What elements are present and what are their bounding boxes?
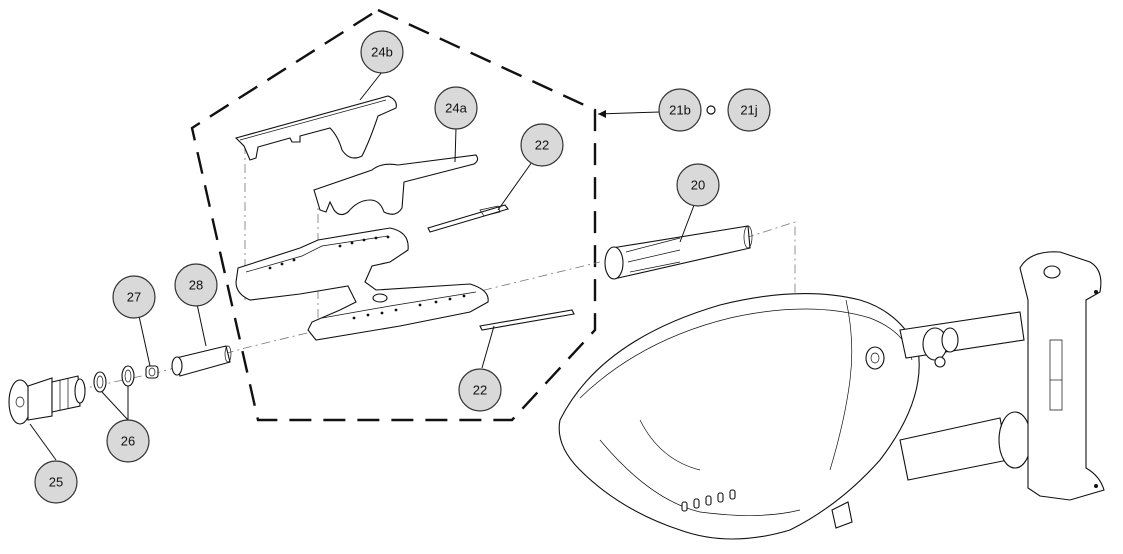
callout-21j: 21j <box>727 88 771 132</box>
callout-27: 27 <box>112 275 156 319</box>
part-24b-shield <box>234 95 397 161</box>
part-26-rings <box>93 365 135 393</box>
connector-symbol <box>706 105 716 115</box>
bowl-vent-slots <box>681 489 736 512</box>
assembly-boundary <box>190 8 597 422</box>
callout-26-label: 26 <box>121 434 135 449</box>
part-25-valve <box>8 375 86 425</box>
part-22-upper-strip <box>427 204 509 233</box>
callout-22-top-label: 22 <box>535 138 549 153</box>
callout-24b: 24b <box>360 30 404 74</box>
callout-21b: 21b <box>658 88 702 132</box>
callout-24b-label: 24b <box>371 45 393 60</box>
callout-27-label: 27 <box>127 290 141 305</box>
callout-24a-label: 24a <box>445 101 467 116</box>
callout-20: 20 <box>676 163 720 207</box>
callout-21j-label: 21j <box>740 103 757 118</box>
callout-25-label: 25 <box>49 475 63 490</box>
callout-25: 25 <box>34 460 78 504</box>
callout-28-label: 28 <box>189 278 203 293</box>
leader-lines <box>29 71 697 461</box>
burner-ports <box>268 235 466 320</box>
part-22-lower-strip <box>479 309 575 331</box>
callout-24a: 24a <box>434 86 478 130</box>
grill-bowl <box>558 293 920 540</box>
callout-22-bottom-label: 22 <box>473 383 487 398</box>
part-24a-shield <box>313 154 479 216</box>
part-27-nut <box>145 365 159 379</box>
callout-28: 28 <box>174 263 218 307</box>
callout-26: 26 <box>106 419 150 463</box>
part-20-venturi <box>604 225 753 280</box>
callout-22-bottom: 22 <box>458 368 502 412</box>
mounting-bracket <box>899 251 1105 501</box>
callout-21b-label: 21b <box>669 103 691 118</box>
callout-22-top: 22 <box>520 123 564 167</box>
burner-body <box>235 227 489 341</box>
part-28-tube <box>171 345 232 377</box>
callout-20-label: 20 <box>691 178 705 193</box>
